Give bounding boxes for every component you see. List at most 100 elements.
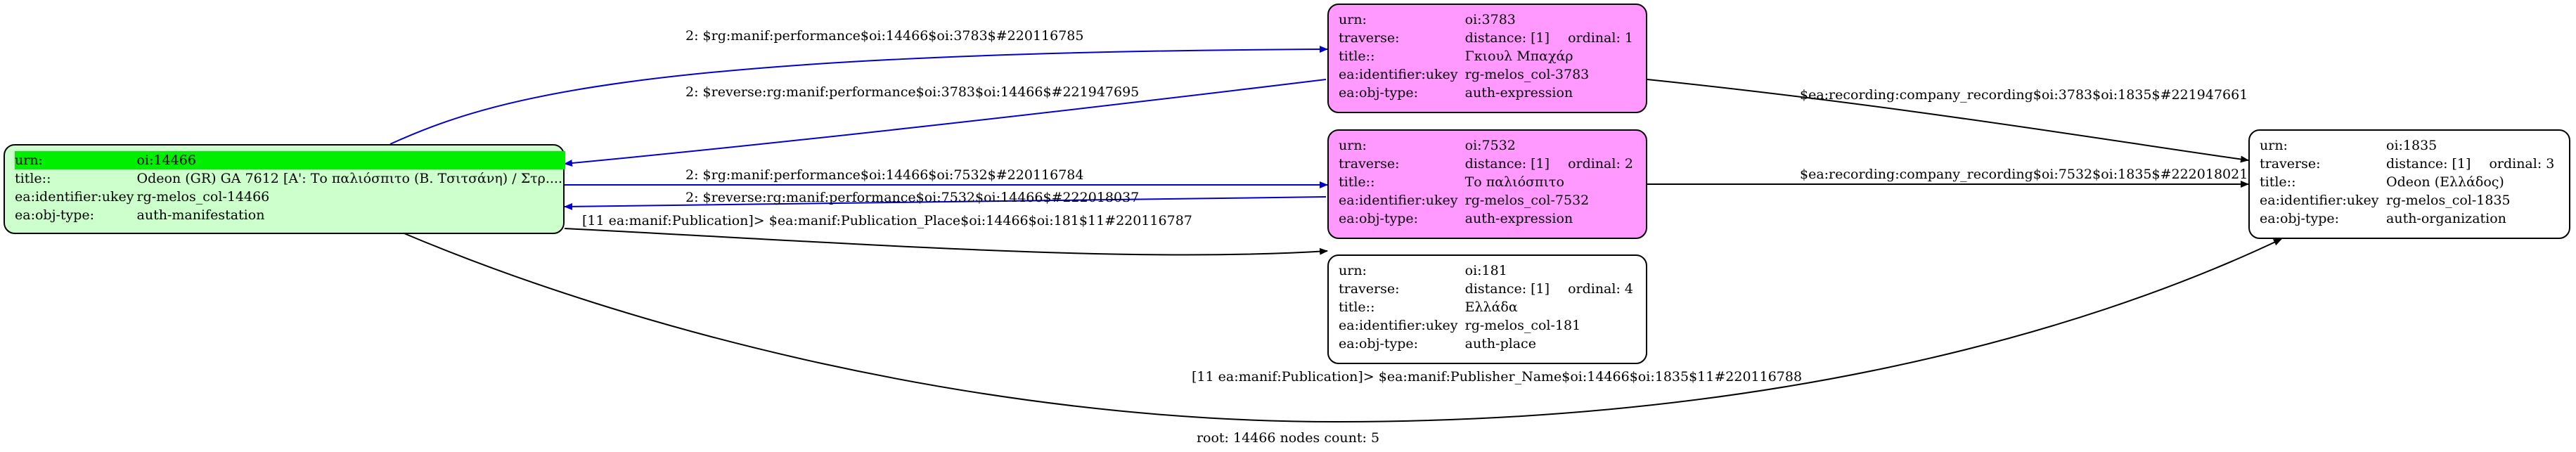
field-key: urn: (15, 151, 137, 169)
field-row: title:: Γκιουλ Μπαχάρ (1339, 47, 1636, 65)
field-row: traverse: distance: [1] ordinal: 3 (2260, 155, 2557, 173)
field-value: distance: [1] ordinal: 4 (1465, 280, 1636, 298)
field-key: ea:obj-type: (1339, 336, 1419, 351)
field-value: rg-melos_col-7532 (1464, 193, 1590, 208)
field-value: auth-place (1464, 336, 1536, 351)
node-oi-14466[interactable]: urn: oi:14466 title:: Odeon (GR) GA 7612… (4, 144, 565, 234)
field-value: Γκιουλ Μπαχάρ (1464, 49, 1573, 64)
distance: distance: [1] (2386, 156, 2471, 172)
field-value: oi:14466 (136, 151, 565, 169)
field-key: ea:obj-type: (1339, 85, 1419, 101)
field-key: ea:identifier:ukey (1339, 318, 1458, 333)
field-row: traverse: distance: [1] ordinal: 4 (1339, 280, 1636, 298)
field-row: traverse: distance: [1]ordinal: 1 (1339, 29, 1636, 47)
field-value: rg-melos_col-3783 (1464, 67, 1590, 82)
edge-publisher-name-14466-1835 (400, 231, 2282, 423)
field-row: ea:identifier:ukey rg-melos_col-7532 (1339, 191, 1636, 209)
node-fields: urn: oi:181 traverse: distance: [1] ordin… (1339, 261, 1636, 353)
field-value: distance: [1] ordinal: 1 (1465, 29, 1636, 47)
field-row: title:: Odeon (Ελλάδος) (2260, 173, 2557, 191)
field-key: urn: (2260, 138, 2288, 153)
field-row: urn: oi:1835 (2260, 136, 2557, 155)
field-row: ea:obj-type: auth-manifestation (15, 206, 565, 224)
field-row: ea:obj-type: auth-place (1339, 335, 1636, 353)
node-fields: urn: oi:7532 traverse: distance: [1] ordi… (1339, 136, 1636, 228)
field-value: rg-melos_col-14466 (136, 189, 270, 205)
edge-company-recording-3783-1835 (1647, 79, 2249, 163)
edge-label: 2: $reverse:rg:manif:performance$oi:3783… (685, 84, 1139, 100)
edge-reverse-performance-3783-14466 (564, 79, 1327, 167)
distance: distance: [1] (1464, 30, 1550, 46)
field-key: title:: (2260, 174, 2296, 190)
field-value: distance: [1] ordinal: 3 (2386, 155, 2557, 173)
field-key: ea:obj-type: (2260, 211, 2340, 226)
edge-publication-place-14466-181 (564, 228, 1328, 256)
field-key: ea:identifier:ukey (15, 189, 134, 205)
field-value: Το παλιόσπιτο (1464, 174, 1564, 190)
field-key: ea:identifier:ukey (1339, 67, 1458, 82)
field-value: auth-manifestation (136, 207, 265, 223)
edge-label: 2: $rg:manif:performance$oi:14466$oi:378… (685, 28, 1083, 44)
field-key: title:: (1339, 174, 1375, 190)
field-value: Odeon (GR) GA 7612 [Α': Το παλιόσπιτο (Β… (136, 171, 562, 186)
edge-reverse-performance-7532-14466 (564, 196, 1327, 210)
edge-label: [11 ea:manif:Publication]> $ea:manif:Pub… (582, 213, 1192, 228)
field-value: oi:1835 (2386, 138, 2437, 153)
field-row: ea:identifier:ukey rg-melos_col-1835 (2260, 191, 2557, 209)
edge-label: $ea:recording:company_recording$oi:7532$… (1800, 167, 2248, 182)
distance: distance: [1] (1464, 281, 1550, 297)
field-row: ea:obj-type: auth-expression (1339, 209, 1636, 228)
ordinal: ordinal: 2 (1568, 156, 1633, 172)
field-row: urn: oi:7532 (1339, 136, 1636, 155)
node-oi-1835[interactable]: urn: oi:1835 traverse: distance: [1] ordi… (2248, 129, 2570, 239)
field-key: urn: (1339, 12, 1367, 27)
field-value: Odeon (Ελλάδος) (2386, 174, 2504, 190)
field-value: oi:7532 (1464, 138, 1516, 153)
field-value: Ελλάδα (1464, 299, 1518, 315)
edge-label: 2: $rg:manif:performance$oi:14466$oi:753… (685, 167, 1083, 183)
node-fields: urn: oi:3783 traverse: distance: [1]ordi… (1339, 11, 1636, 102)
field-row: traverse: distance: [1] ordinal: 2 (1339, 155, 1636, 173)
field-key: title:: (1339, 299, 1375, 315)
field-key: traverse: (1339, 281, 1400, 297)
field-value: oi:181 (1464, 263, 1507, 278)
node-oi-3783[interactable]: urn: oi:3783 traverse: distance: [1]ordi… (1327, 4, 1647, 113)
field-row: ea:identifier:ukey rg-melos_col-181 (1339, 316, 1636, 335)
field-value: oi:3783 (1464, 12, 1516, 27)
node-oi-7532[interactable]: urn: oi:7532 traverse: distance: [1] ordi… (1327, 129, 1647, 239)
field-row: title:: Το παλιόσπιτο (1339, 173, 1636, 191)
ordinal: ordinal: 3 (2489, 156, 2555, 172)
edge-label: 2: $reverse:rg:manif:performance$oi:7532… (685, 190, 1139, 205)
field-value: auth-expression (1464, 85, 1573, 101)
field-key: traverse: (2260, 156, 2321, 172)
node-fields: urn: oi:1835 traverse: distance: [1] ordi… (2260, 136, 2557, 228)
field-value: distance: [1] ordinal: 2 (1465, 155, 1636, 173)
distance: distance: [1] (1464, 156, 1550, 172)
edge-label: $ea:recording:company_recording$oi:3783$… (1800, 87, 2248, 103)
node-oi-181[interactable]: urn: oi:181 traverse: distance: [1] ordin… (1327, 254, 1647, 364)
field-key: urn: (1339, 263, 1367, 278)
field-value: auth-organization (2386, 211, 2506, 226)
field-row: ea:identifier:ukey rg-melos_col-14466 (15, 188, 565, 206)
field-value: auth-expression (1464, 211, 1573, 226)
field-key: ea:identifier:ukey (2260, 193, 2379, 208)
edge-performance-14466-3783 (389, 46, 1328, 145)
field-value: rg-melos_col-181 (1464, 318, 1581, 333)
node-fields: urn: oi:14466 title:: Odeon (GR) GA 7612… (15, 151, 565, 224)
field-row: ea:obj-type: auth-expression (1339, 84, 1636, 102)
edge-label: [11 ea:manif:Publication]> $ea:manif:Pub… (1192, 369, 1802, 385)
ordinal: ordinal: 1 (1568, 30, 1633, 46)
field-value: rg-melos_col-1835 (2386, 193, 2511, 208)
ordinal: ordinal: 4 (1568, 281, 1633, 297)
field-key: traverse: (1339, 156, 1400, 172)
field-row: urn: oi:181 (1339, 261, 1636, 280)
graph-footer: root: 14466 nodes count: 5 (1196, 430, 1380, 446)
field-row: urn: oi:14466 (15, 151, 565, 169)
field-row: ea:identifier:ukey rg-melos_col-3783 (1339, 65, 1636, 84)
field-row: ea:obj-type: auth-organization (2260, 209, 2557, 228)
field-row: urn: oi:3783 (1339, 11, 1636, 29)
field-key: title:: (1339, 49, 1375, 64)
field-key: title:: (15, 171, 51, 186)
field-row: title:: Odeon (GR) GA 7612 [Α': Το παλιό… (15, 169, 565, 188)
